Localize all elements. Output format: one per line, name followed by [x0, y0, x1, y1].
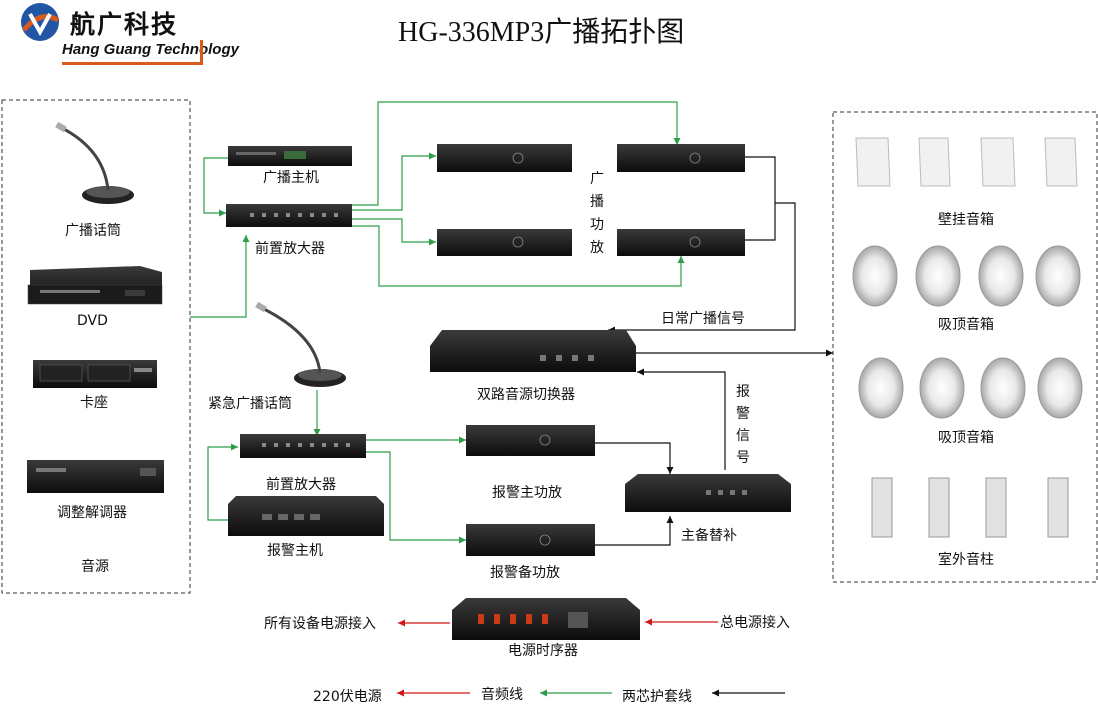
power-sequencer-device	[452, 598, 640, 640]
wall-speaker-icons	[855, 137, 1078, 187]
amp-vertical-label: 广 播 功 放	[590, 171, 604, 256]
preamp-top-label: 前置放大器	[255, 241, 325, 257]
logo-sideline	[200, 40, 203, 65]
main-backup-label: 主备替补	[681, 528, 737, 544]
main-backup-device	[625, 474, 791, 512]
logo-english: Hang Guang Technology	[62, 41, 239, 58]
preamp-bottom-device	[240, 434, 366, 458]
tuner-icon	[27, 460, 164, 493]
source-group-box	[1, 99, 191, 594]
tuner-label: 调整解调器	[57, 505, 127, 521]
preamp-top-device	[226, 204, 352, 227]
switcher-device	[430, 330, 636, 372]
alarm-host-label: 报警主机	[267, 543, 323, 559]
alarm-host-device	[228, 496, 384, 536]
speaker-group-box	[832, 111, 1098, 583]
alarm-signal-vertical-label: 报 警 信 号	[736, 384, 750, 466]
preamp-bottom-label: 前置放大器	[266, 477, 336, 493]
broadcast-host-label: 广播主机	[263, 170, 319, 186]
amplifier-devices	[437, 144, 745, 256]
logo-chinese: 航广科技	[70, 10, 179, 39]
ceiling-speaker-label-1: 吸顶音箱	[938, 317, 994, 333]
power-sequencer-label: 电源时序器	[508, 643, 578, 659]
column-speaker-label: 室外音柱	[938, 552, 994, 568]
cassette-label: 卡座	[80, 395, 108, 411]
cassette-deck-icon	[33, 360, 157, 388]
emergency-mic-label: 紧急广播话筒	[208, 396, 292, 412]
daily-signal-label: 日常广播信号	[661, 311, 745, 327]
mic-label: 广播话筒	[65, 223, 121, 239]
broadcast-host-device	[228, 146, 352, 166]
page-title: HG-336MP3广播拓扑图	[398, 17, 685, 48]
alarm-main-amp-label: 报警主功放	[492, 485, 562, 501]
logo-underline	[62, 62, 202, 65]
dvd-label: DVD	[77, 313, 108, 329]
power-lines	[397, 618, 718, 697]
alarm-amp-devices	[466, 425, 595, 556]
alarm-backup-amp-label: 报警备功放	[490, 565, 560, 581]
power-out-label: 所有设备电源接入	[264, 616, 376, 632]
cable-lines	[595, 156, 833, 697]
ceiling-speaker-icons	[852, 245, 1083, 419]
switcher-label: 双路音源切换器	[477, 387, 575, 403]
logo-icon	[21, 3, 60, 41]
microphone-icon	[55, 121, 134, 204]
column-speaker-icons	[871, 477, 1069, 538]
legend-power-label: 220伏电源	[313, 689, 382, 705]
dvd-player-icon	[27, 266, 163, 305]
legend-audio-label: 音频线	[481, 687, 523, 703]
ceiling-speaker-label-2: 吸顶音箱	[938, 430, 994, 446]
legend-cable-label: 两芯护套线	[622, 689, 692, 705]
source-group-label: 音源	[81, 559, 109, 575]
audio-lines	[190, 101, 685, 544]
power-in-label: 总电源接入	[720, 615, 790, 631]
emergency-microphone-icon	[255, 301, 346, 387]
wall-speaker-label: 壁挂音箱	[938, 212, 994, 228]
